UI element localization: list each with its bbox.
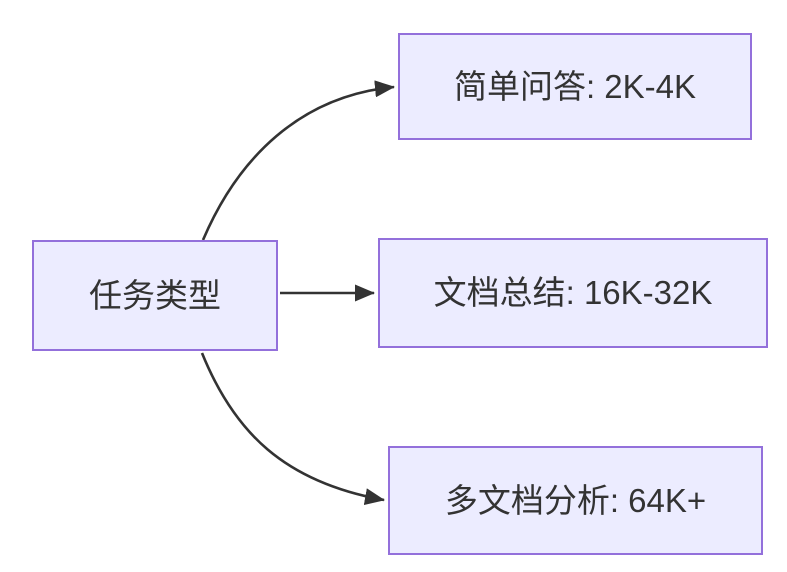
node-doc-summary: 文档总结: 16K-32K — [378, 238, 768, 348]
node-simple-qa-label: 简单问答: 2K-4K — [453, 67, 697, 105]
node-multi-doc-label: 多文档分析: 64K+ — [444, 481, 707, 519]
edge-task-type-to-simple-qa — [201, 80, 395, 241]
node-task-type: 任务类型 — [32, 240, 278, 351]
node-multi-doc: 多文档分析: 64K+ — [388, 446, 763, 555]
edge-task-type-to-multi-doc — [200, 352, 385, 505]
node-doc-summary-label: 文档总结: 16K-32K — [433, 274, 713, 312]
node-simple-qa: 简单问答: 2K-4K — [398, 33, 752, 140]
node-task-type-label: 任务类型 — [89, 276, 221, 314]
